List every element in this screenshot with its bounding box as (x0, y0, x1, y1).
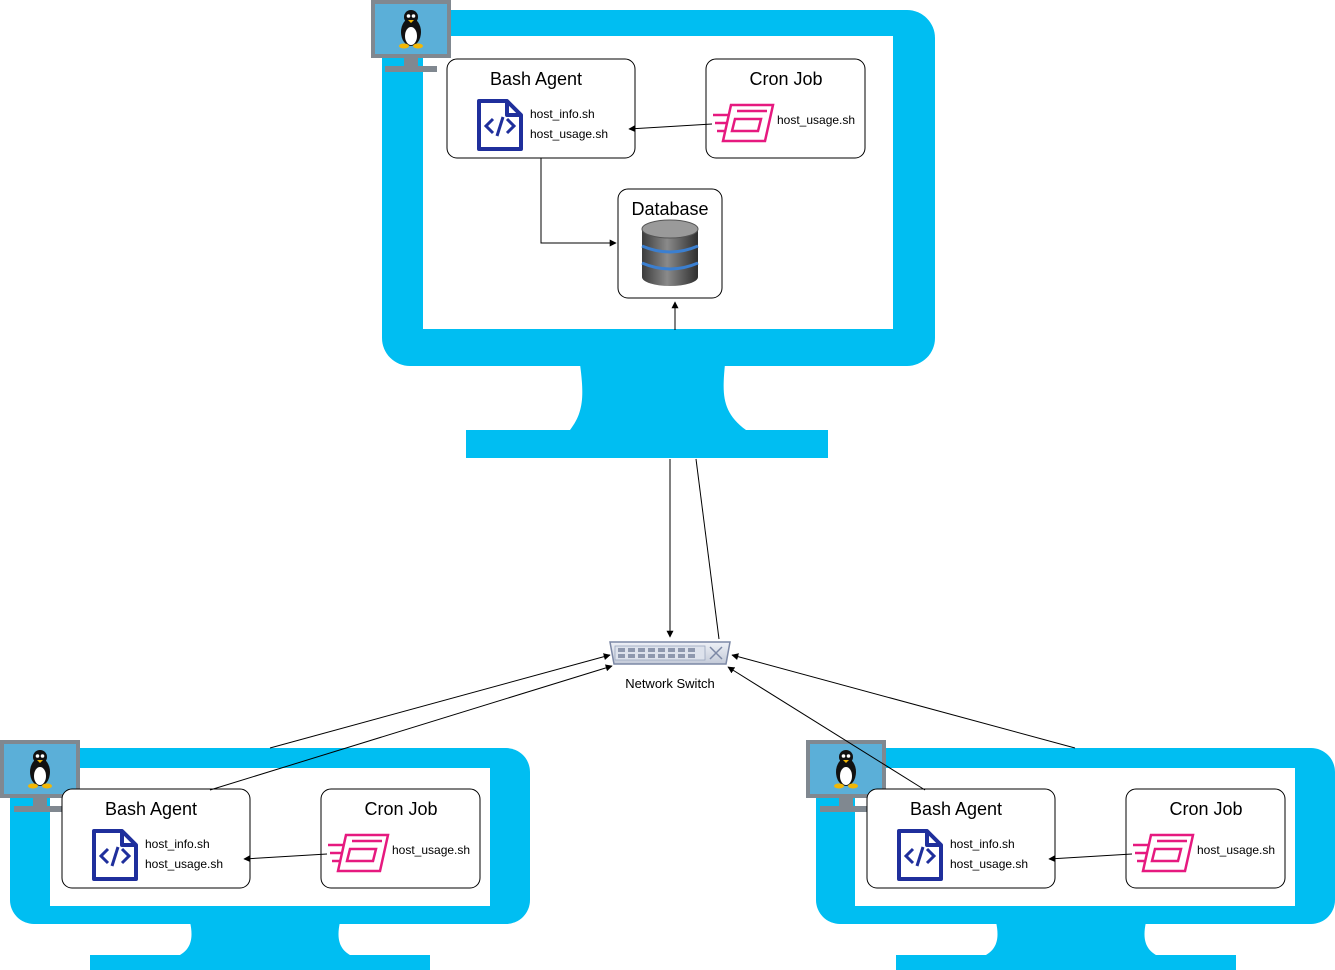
database-cylinder-icon (641, 219, 699, 286)
cron-file: host_usage.sh (392, 843, 470, 857)
host-info-file: host_info.sh (950, 837, 1015, 851)
agent-to-database-edge (540, 158, 617, 247)
right-cron-job-box[interactable]: Cron Job host_usage.sh (1125, 788, 1286, 889)
host-usage-file: host_usage.sh (530, 127, 608, 141)
network-switch-icon[interactable] (609, 641, 731, 665)
host-usage-file: host_usage.sh (950, 857, 1028, 871)
database-title: Database (631, 199, 708, 219)
code-file-icon (92, 829, 138, 881)
bash-agent-title: Bash Agent (105, 799, 197, 819)
cron-to-agent-edge (1048, 853, 1133, 863)
network-switch-label: Network Switch (625, 676, 715, 691)
left-agent-to-switch-edge (209, 664, 613, 791)
cron-to-agent-edge (243, 853, 328, 863)
cron-file: host_usage.sh (777, 113, 855, 127)
cron-job-title: Cron Job (364, 799, 437, 819)
right-bash-agent-box[interactable]: Bash Agent host_info.sh host_usage.sh (866, 788, 1056, 889)
host-usage-file: host_usage.sh (145, 857, 223, 871)
top-cron-job-box[interactable]: Cron Job host_usage.sh (705, 58, 866, 159)
top-bash-agent-box[interactable]: Bash Agent host_info.sh host_usage.sh (446, 58, 636, 159)
host-info-file: host_info.sh (145, 837, 210, 851)
left-bash-agent-box[interactable]: Bash Agent host_info.sh host_usage.sh (61, 788, 251, 889)
host-info-file: host_info.sh (530, 107, 595, 121)
cron-to-agent-edge (628, 123, 713, 133)
left-monitor-to-switch-edge (269, 653, 611, 749)
code-file-icon (477, 99, 523, 151)
database-box[interactable]: Database (617, 188, 723, 299)
bash-agent-title: Bash Agent (490, 69, 582, 89)
cron-job-title: Cron Job (1169, 799, 1242, 819)
cron-job-title: Cron Job (749, 69, 822, 89)
left-cron-job-box[interactable]: Cron Job host_usage.sh (320, 788, 481, 889)
right-monitor-to-switch-edge (731, 653, 1076, 749)
right-agent-to-switch-edge (727, 666, 926, 791)
bash-agent-title: Bash Agent (910, 799, 1002, 819)
code-file-icon (897, 829, 943, 881)
cron-file: host_usage.sh (1197, 843, 1275, 857)
switch-to-host-edge (695, 458, 720, 640)
